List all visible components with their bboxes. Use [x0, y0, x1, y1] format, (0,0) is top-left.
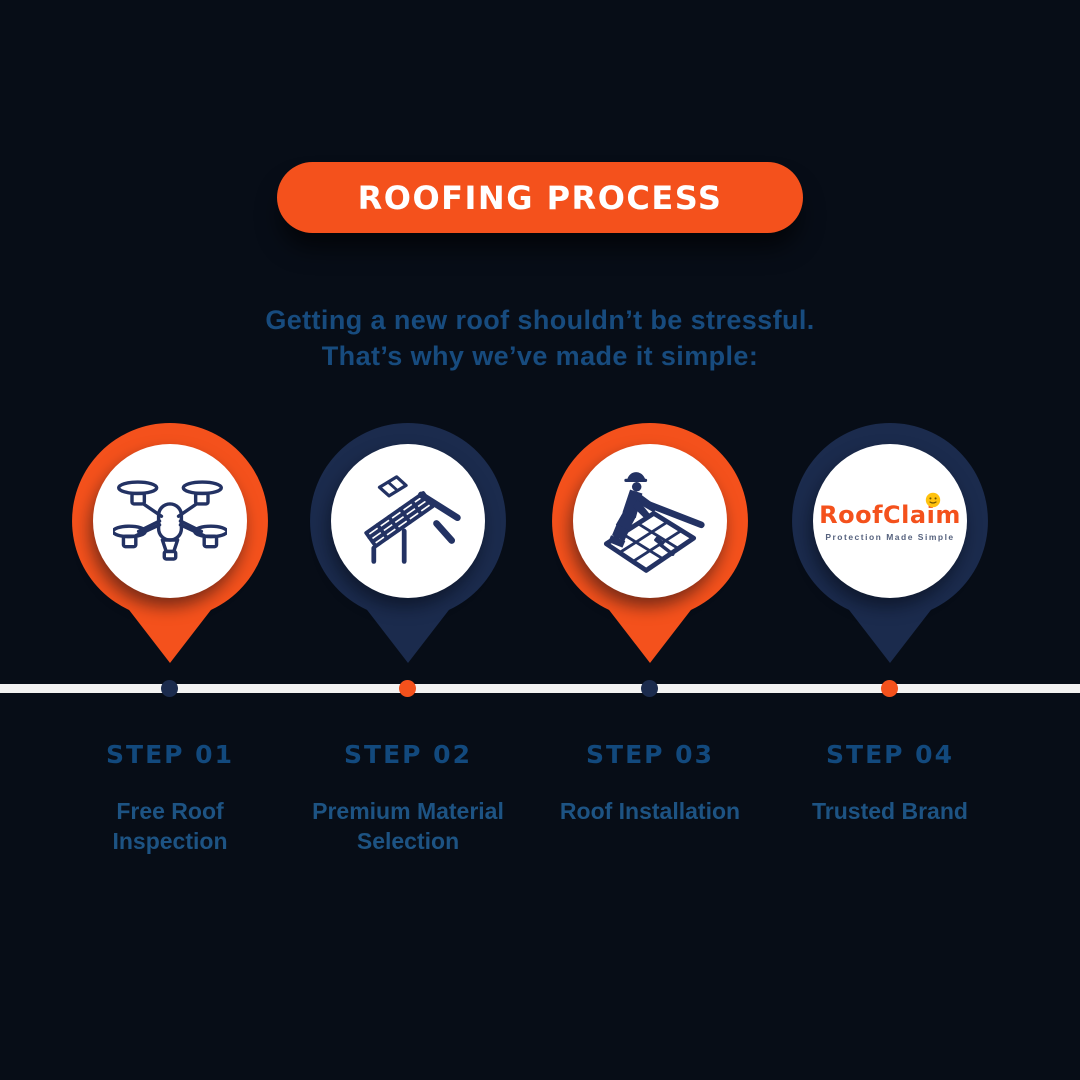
- smiley-icon: [925, 492, 941, 507]
- step-2-description: Premium Material Selection: [312, 798, 504, 854]
- step-2-pin: [310, 423, 506, 663]
- step-4-label: STEP 04: [826, 740, 954, 769]
- drone-icon: [113, 480, 227, 561]
- step-1-pin: [72, 423, 268, 663]
- timeline-dot-1: [161, 680, 178, 697]
- logo-name-wrap: RoofClaim: [819, 492, 961, 529]
- pin-inner-circle: [573, 444, 727, 598]
- timeline-dot-2: [399, 680, 416, 697]
- logo-tagline: Protection Made Simple: [825, 531, 955, 542]
- pin-inner-circle: [93, 444, 247, 598]
- step-4-description: Trusted Brand: [812, 798, 968, 824]
- pin-inner-circle: [331, 444, 485, 598]
- title-badge: ROOFING PROCESS: [277, 162, 803, 233]
- roof-installer-icon: [603, 472, 705, 573]
- timeline-line: [0, 684, 1080, 693]
- page-title: ROOFING PROCESS: [357, 178, 723, 217]
- pin-inner-circle: RoofClaim Protection Made Simple: [813, 444, 967, 598]
- timeline-dot-3: [641, 680, 658, 697]
- roofclaim-logo: RoofClaim Protection Made Simple: [819, 492, 961, 542]
- intro-text: Getting a new roof shouldn’t be stressfu…: [265, 305, 815, 371]
- step-2-label: STEP 02: [344, 740, 472, 769]
- step-3-description: Roof Installation: [559, 798, 741, 824]
- step-1-description: Free Roof Inspection: [112, 798, 228, 854]
- step-3-label: STEP 03: [586, 740, 714, 769]
- step-3-pin: [552, 423, 748, 663]
- timeline-dot-4: [881, 680, 898, 697]
- step-4-pin: RoofClaim Protection Made Simple: [792, 423, 988, 663]
- step-1-label: STEP 01: [106, 740, 234, 769]
- roof-tiles-icon: [364, 474, 461, 564]
